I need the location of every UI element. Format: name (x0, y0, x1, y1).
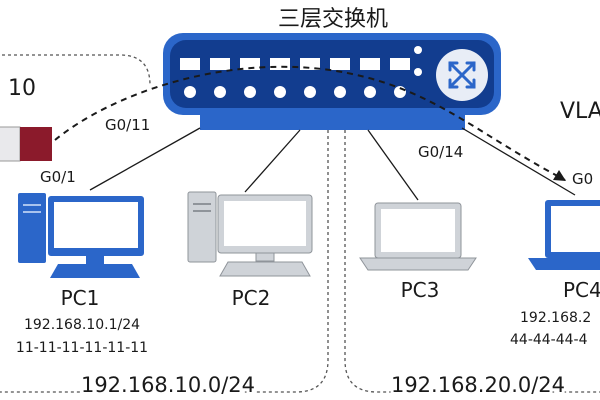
left-device (0, 126, 52, 162)
pc3-laptop-icon (359, 202, 477, 271)
switch-led (304, 86, 316, 98)
vlan-right-label: VLA (560, 99, 600, 124)
link-pc3 (367, 129, 419, 201)
switch-led (274, 86, 286, 98)
switch-led (334, 86, 346, 98)
vlan10-boundary-right (0, 130, 329, 393)
pc3-name: PC3 (401, 278, 440, 302)
link-pc4 (461, 127, 576, 196)
pc4-laptop-icon (528, 200, 600, 270)
pc1-mac: 11-11-11-11-11-11 (16, 340, 148, 356)
switch-port (180, 58, 200, 70)
switch-port (210, 58, 230, 70)
switch-port (390, 58, 410, 70)
subnet-right: 192.168.20.0/24 (391, 373, 565, 397)
vlan-left-label: 10 (8, 76, 36, 101)
pc4-mac: 44-44-44-4 (510, 332, 588, 348)
pc1-ip: 192.168.10.1/24 (24, 317, 140, 333)
pc2-desktop-icon (187, 191, 313, 277)
arrows-cross-icon (448, 61, 476, 89)
pc1-desktop-icon (18, 193, 144, 278)
switch-indicator (414, 68, 422, 76)
port-g0-11: G0/11 (105, 116, 150, 134)
port-g0-14: G0/14 (418, 143, 463, 161)
pc1-name: PC1 (61, 286, 100, 310)
port-g0-right: G0 (572, 170, 593, 188)
switch-led (364, 86, 376, 98)
switch-port (270, 58, 290, 70)
switch-port (360, 58, 380, 70)
switch-title: 三层交换机 (278, 7, 388, 32)
pc2-name: PC2 (232, 286, 271, 310)
pc4-name: PC4 (563, 278, 600, 302)
link-pc1 (89, 127, 201, 191)
link-pc2 (244, 129, 301, 193)
traffic-arrowhead (553, 170, 566, 181)
pc4-ip: 192.168.2 (520, 310, 591, 326)
port-g0-1: G0/1 (40, 168, 76, 186)
traffic-path (54, 65, 566, 181)
vlan10-boundary (0, 54, 151, 86)
switch-leds-bottom (184, 86, 406, 98)
switch-port (240, 58, 260, 70)
switch-led (214, 86, 226, 98)
switch-led (244, 86, 256, 98)
subnet-left: 192.168.10.0/24 (81, 373, 255, 397)
layer3-switch (163, 33, 501, 130)
switch-led (184, 86, 196, 98)
switch-indicator (414, 46, 422, 54)
switch-base (200, 112, 465, 130)
vlan20-boundary (344, 130, 600, 393)
switch-port (330, 58, 350, 70)
